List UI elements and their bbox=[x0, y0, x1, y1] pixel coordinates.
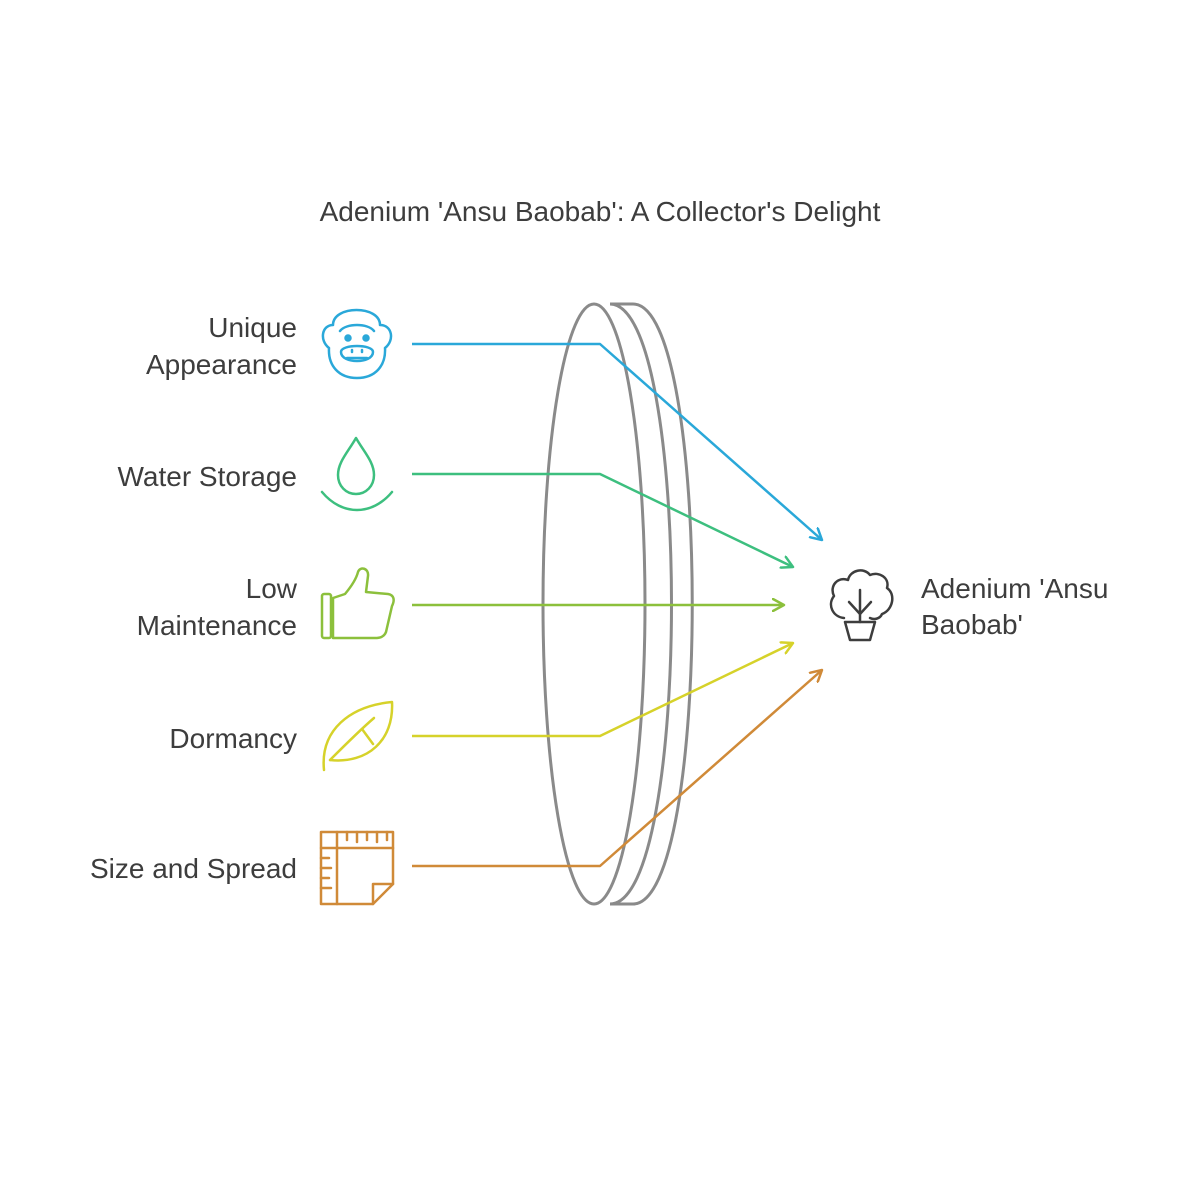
label-water-storage: Water Storage bbox=[118, 458, 297, 495]
arrow-unique-appearance bbox=[412, 342, 822, 540]
ruler-paper-icon bbox=[319, 830, 395, 906]
label-line: Low bbox=[245, 573, 297, 604]
label-line: Appearance bbox=[145, 349, 297, 380]
potted-tree-icon bbox=[829, 569, 894, 642]
label-low-maintenance: Low Maintenance bbox=[137, 570, 297, 644]
label-line: Dormancy bbox=[169, 723, 297, 754]
label-line: Maintenance bbox=[136, 610, 297, 641]
output-label-line: Baobab' bbox=[921, 609, 1023, 640]
label-line: Size and Spread bbox=[89, 853, 297, 884]
arrow-dormancy bbox=[412, 643, 793, 738]
label-size-and-spread: Size and Spread bbox=[90, 850, 297, 887]
output-label-line: Adenium 'Ansu bbox=[921, 573, 1109, 604]
arrow-size-and-spread bbox=[412, 670, 822, 868]
label-dormancy: Dormancy bbox=[169, 720, 297, 757]
label-unique-appearance: Unique Appearance bbox=[146, 309, 297, 383]
monkey-face-icon bbox=[321, 308, 393, 380]
label-line: Unique bbox=[208, 312, 297, 343]
arrow-water-storage bbox=[412, 472, 793, 567]
thumbs-up-icon bbox=[320, 567, 395, 640]
diagram-title: Adenium 'Ansu Baobab': A Collector's Del… bbox=[319, 196, 881, 227]
label-line: Water Storage bbox=[117, 461, 297, 492]
leaf-icon bbox=[322, 700, 394, 772]
water-drop-icon bbox=[320, 436, 394, 512]
output-label: Adenium 'Ansu Baobab' bbox=[921, 571, 1108, 643]
